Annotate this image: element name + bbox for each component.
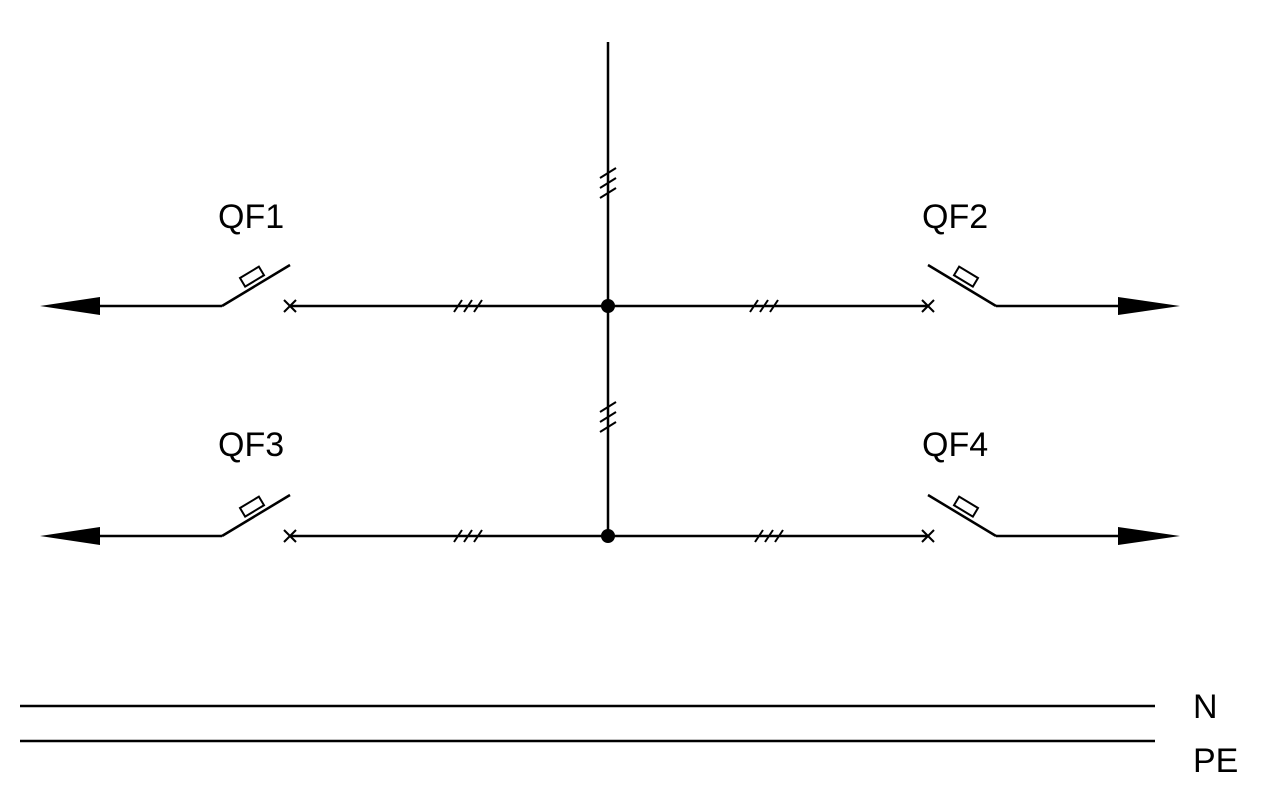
neutral-label: N (1193, 688, 1218, 726)
bus-phase-ticks-upper (599, 167, 617, 199)
breaker-symbol-qf3 (221, 493, 291, 538)
arrow-left-icon (40, 297, 100, 315)
pe-label: PE (1193, 742, 1238, 780)
breaker-symbol-qf4 (927, 493, 997, 538)
cross-mark-qf1 (283, 299, 297, 313)
phase-ticks-qf1 (453, 299, 483, 313)
cross-mark-qf2 (921, 299, 935, 313)
phase-ticks-qf2 (749, 299, 779, 313)
feeder-qf2: QF2 (608, 198, 1180, 315)
cross-mark-qf3 (283, 529, 297, 543)
breaker-label-qf3: QF3 (218, 426, 284, 464)
feeder-qf3: QF3 (40, 426, 608, 545)
arrow-right-icon (1118, 297, 1180, 315)
arrow-right-icon (1118, 527, 1180, 545)
breaker-symbol-qf2 (927, 263, 997, 308)
phase-ticks-qf3 (453, 529, 483, 543)
breaker-label-qf4: QF4 (922, 426, 988, 464)
breaker-label-qf2: QF2 (922, 198, 988, 236)
phase-ticks-qf4 (754, 529, 784, 543)
breaker-label-qf1: QF1 (218, 198, 284, 236)
bus-phase-ticks-lower (599, 401, 617, 433)
arrow-left-icon (40, 527, 100, 545)
breaker-symbol-qf1 (221, 263, 291, 308)
feeder-qf1: QF1 (40, 198, 608, 315)
cross-mark-qf4 (921, 529, 935, 543)
feeder-qf4: QF4 (608, 426, 1180, 545)
